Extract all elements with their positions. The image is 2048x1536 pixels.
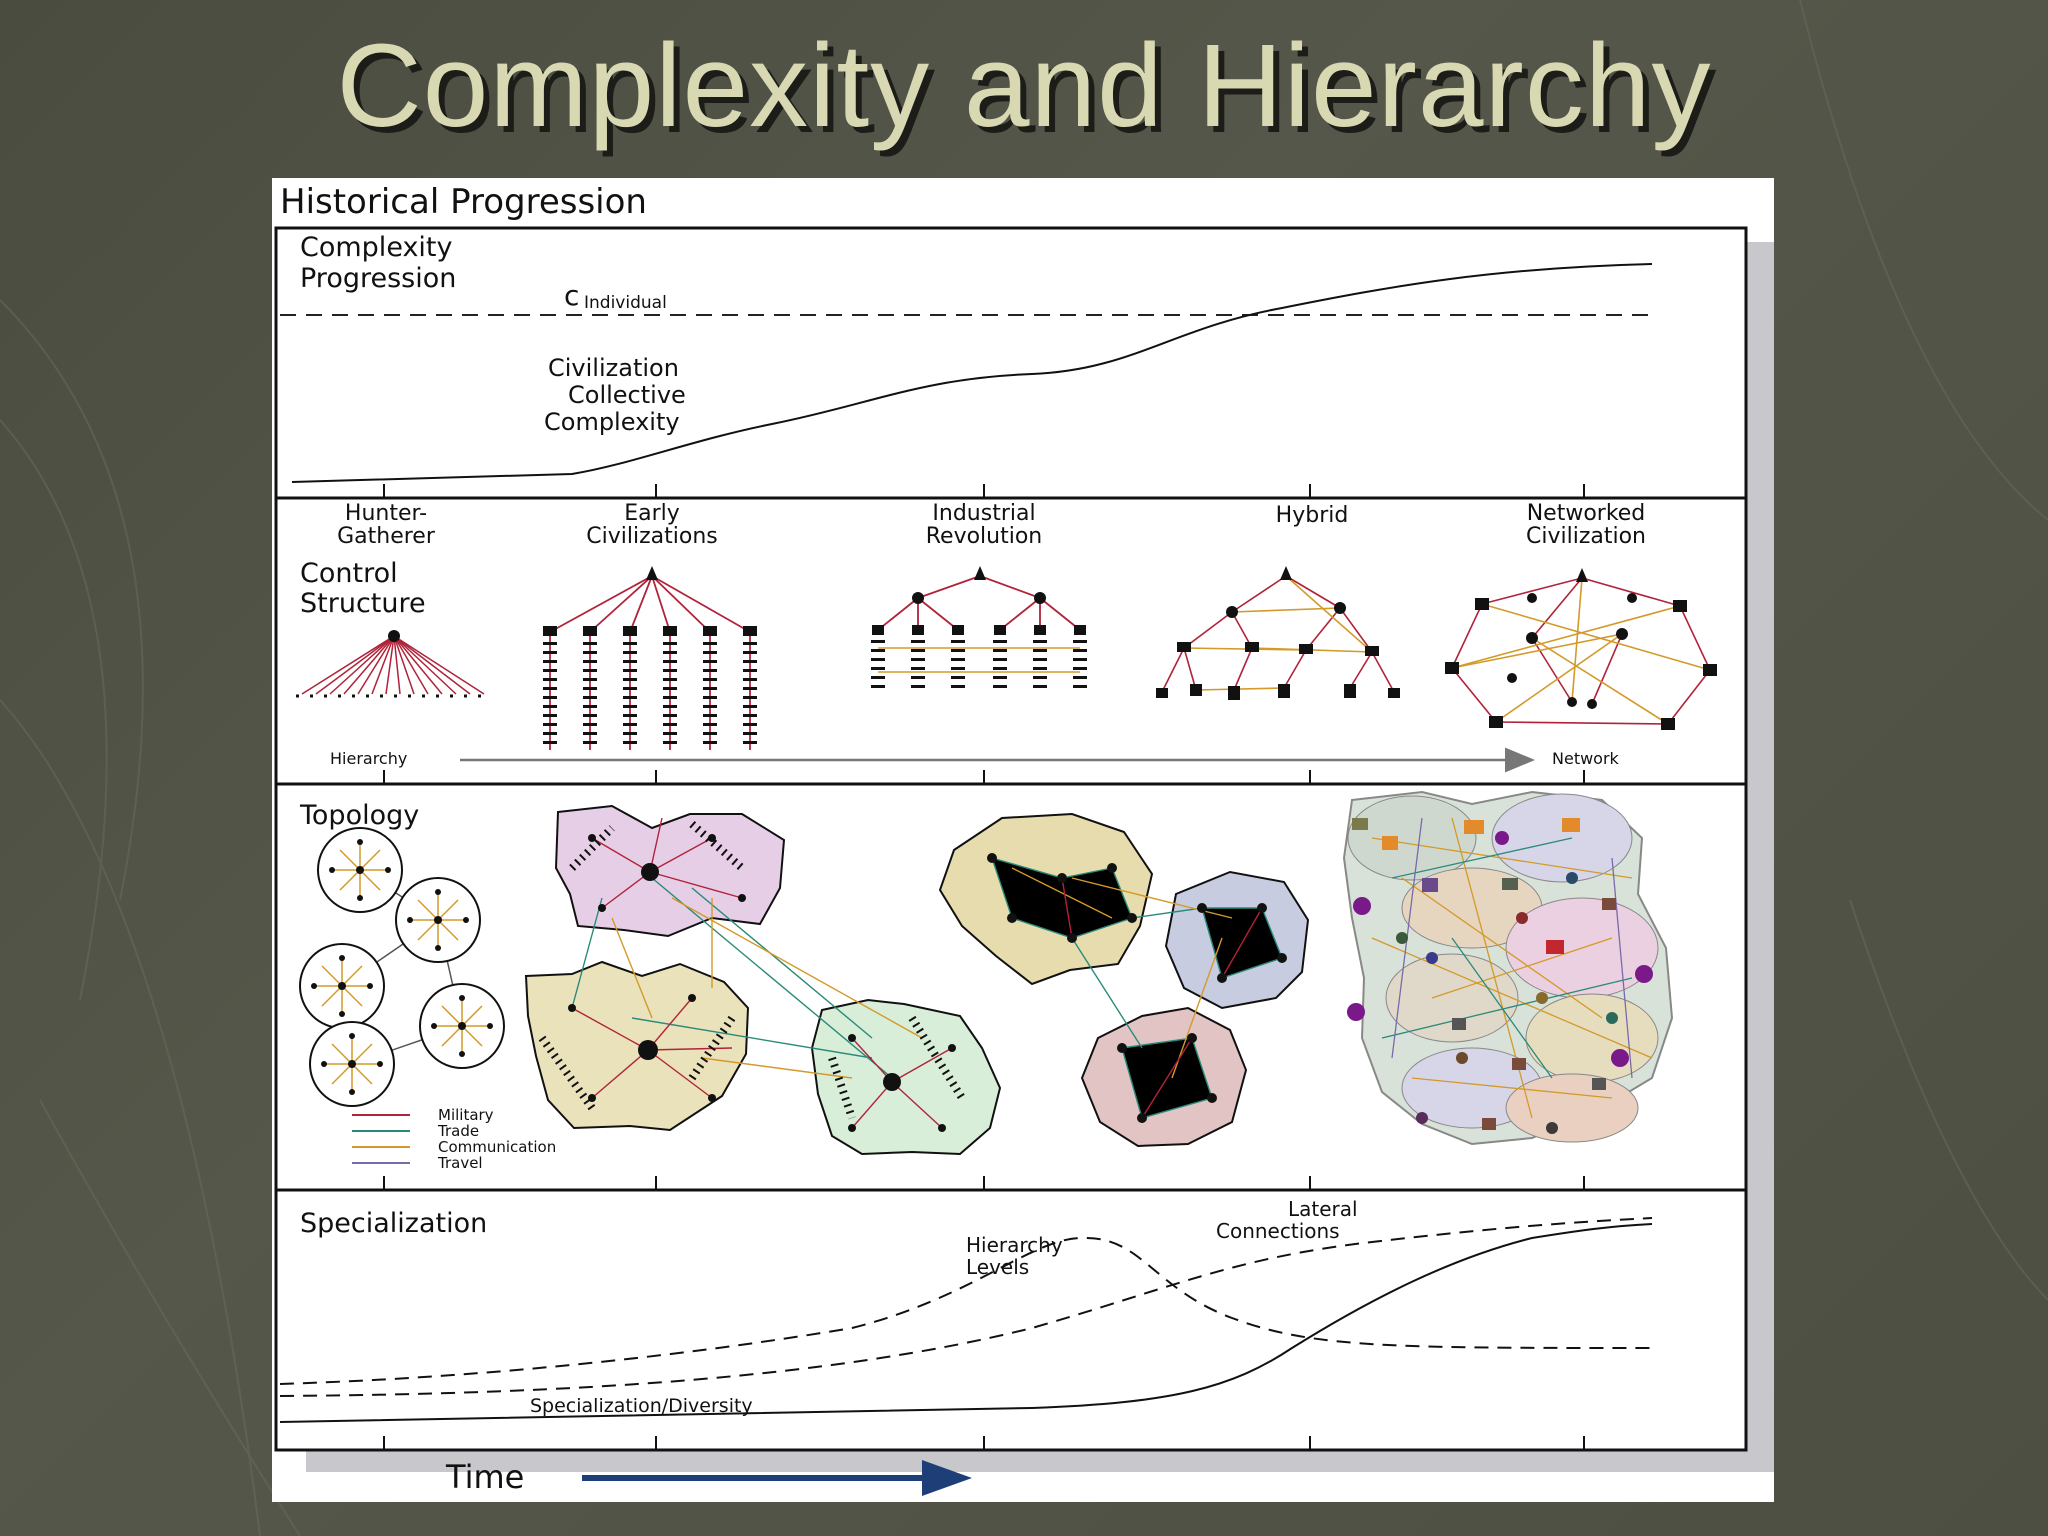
stage-label: Networked [1527,501,1646,526]
stage-label: Hybrid [1276,503,1349,528]
slide-title: Complexity and Hierarchy [336,20,1712,152]
hierarchy-end-label: Hierarchy [330,749,407,768]
c-individual-subscript: Individual [584,293,667,313]
hunter-gatherer-bands [299,827,505,1107]
hunter-gatherer-structure [301,630,485,695]
stage-label: Revolution [926,524,1043,549]
industrial-revolution-structure [877,566,1081,631]
curve-label: Collective [568,381,686,409]
specialization-diversity-label: Specialization/Diversity [530,1395,753,1417]
hybrid-structure [1156,566,1400,700]
complexity-label: Progression [300,263,456,294]
legend-label: Travel [437,1154,483,1172]
historical-progression-figure: Historical Progression Complexity Progre… [272,178,1774,1502]
networked-regions [1342,790,1674,1146]
control-label: Structure [300,588,426,619]
hierarchy-levels-label: Levels [966,1255,1029,1279]
lateral-connections-label: Connections [1216,1219,1340,1243]
hierarchy-levels-label: Hierarchy [966,1233,1063,1257]
time-arrow [922,1460,972,1496]
legend-label: Communication [438,1138,556,1156]
c-individual-symbol: c [564,279,579,312]
lateral-connections-curve [279,1217,1653,1397]
topology-legend: Military Trade Communication Travel [352,1106,556,1172]
time-label: Time [445,1458,524,1496]
topology-label: Topology [299,800,419,831]
legend-label: Military [438,1106,494,1124]
curve-label: Civilization [548,354,679,382]
time-ticks [383,484,1585,1450]
stage-label: Civilizations [586,524,717,549]
hierarchy-levels-curve [279,1236,1653,1385]
control-label: Control [300,558,398,589]
stage-label: Gatherer [337,524,436,549]
lateral-connections-label: Lateral [1288,1197,1358,1221]
network-end-label: Network [1552,749,1620,768]
stage-label: Early [624,501,680,526]
figure-title: Historical Progression [280,182,647,222]
stage-label: Industrial [932,501,1035,526]
complexity-label: Complexity [300,232,453,263]
early-civilization-regions [524,804,1002,1156]
curve-label: Complexity [544,408,680,436]
collective-complexity-curve [291,263,1653,483]
legend-label: Trade [437,1122,479,1140]
specialization-label: Specialization [300,1208,487,1239]
stage-label: Hunter- [345,501,427,526]
industrial-regions [938,812,1310,1148]
networked-structure [1445,568,1717,730]
stage-label: Civilization [1526,524,1646,549]
